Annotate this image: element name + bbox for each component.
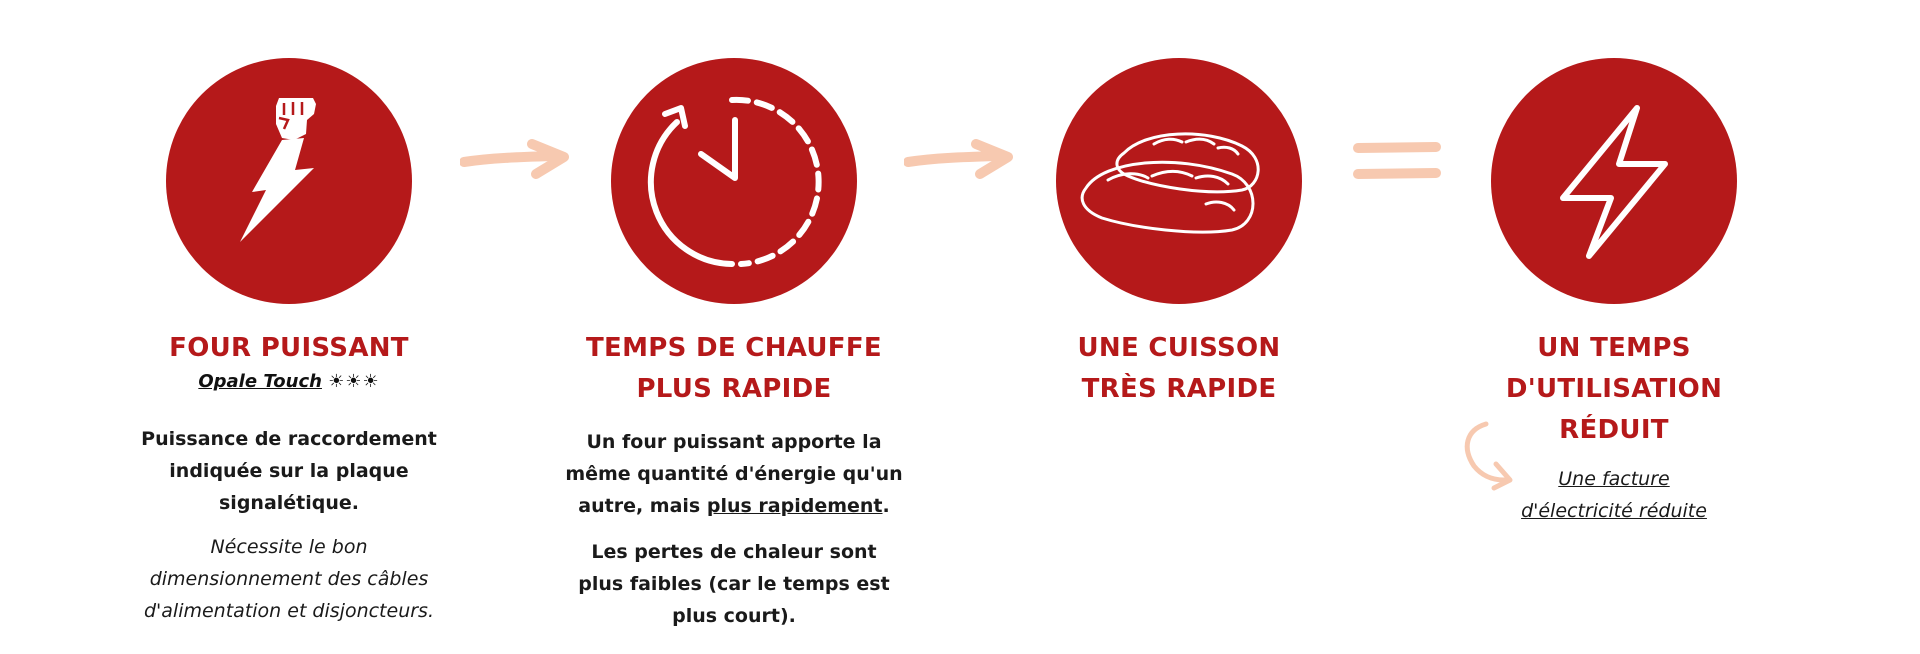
desc-line: Un four puissant apporte la (586, 431, 882, 453)
title-line: TRÈS RAPIDE (1081, 374, 1277, 404)
step-temps-utilisation: UN TEMPS D'UTILISATION RÉDUIT Une factur… (1424, 328, 1804, 527)
arrow-right-icon (904, 139, 1013, 179)
desc-line: Les pertes de chaleur sont (591, 541, 877, 563)
curved-arrow-icon (1464, 421, 1513, 491)
arrow-right-icon (460, 139, 569, 179)
circle-temps-utilisation (1491, 58, 1737, 304)
note-line: d'alimentation et disjoncteurs. (144, 600, 434, 622)
circle-cuisson (1056, 58, 1302, 304)
title-line: RÉDUIT (1559, 415, 1669, 445)
title-line: PLUS RAPIDE (636, 374, 832, 404)
note-line: d'électricité réduite (1521, 500, 1707, 522)
step-four-puissant: FOUR PUISSANT Opale Touch ☀☀☀ Puissance … (94, 328, 484, 627)
desc-text: autre, mais (578, 495, 707, 517)
step-description-2: Les pertes de chaleur sont plus faibles … (542, 536, 926, 632)
fist-lightning-icon (240, 98, 316, 242)
title-line: FOUR PUISSANT (169, 333, 409, 363)
step-cuisson: UNE CUISSON TRÈS RAPIDE (994, 328, 1364, 410)
bread-icon (1080, 132, 1260, 234)
equals-icon (1353, 142, 1441, 179)
desc-emphasis: plus rapidement (706, 495, 883, 517)
desc-line: même quantité d'énergie qu'un (565, 463, 903, 485)
sun-rating-icon: ☀☀☀ (328, 371, 380, 392)
step-note: Une facture d'électricité réduite (1424, 463, 1804, 527)
step-temps-chauffe: TEMPS DE CHAUFFE PLUS RAPIDE Un four pui… (542, 328, 926, 632)
step-subtitle: Opale Touch ☀☀☀ (94, 369, 484, 395)
note-line: Nécessite le bon (210, 536, 368, 558)
desc-text: . (882, 495, 890, 517)
title-line: UN TEMPS (1537, 333, 1691, 363)
step-description: Un four puissant apporte la même quantit… (542, 426, 926, 522)
desc-line: plus faibles (car le temps est (578, 573, 890, 595)
step-title: TEMPS DE CHAUFFE PLUS RAPIDE (542, 328, 926, 410)
desc-line: autre, mais plus rapidement. (542, 490, 926, 522)
title-line: UNE CUISSON (1077, 333, 1281, 363)
step-title: UN TEMPS D'UTILISATION RÉDUIT (1424, 328, 1804, 451)
circle-four-puissant (166, 58, 412, 304)
note-line: dimensionnement des câbles (149, 568, 429, 590)
lightning-outline-icon (1560, 105, 1668, 259)
circle-temps-chauffe (611, 58, 857, 304)
note-line: Une facture (1558, 468, 1670, 490)
title-line: TEMPS DE CHAUFFE (586, 333, 882, 363)
desc-line: indiquée sur la plaque (169, 460, 409, 482)
desc-line: plus court). (672, 605, 796, 627)
clock-timer-icon (647, 96, 822, 267)
desc-line: Puissance de raccordement (141, 428, 437, 450)
step-note: Nécessite le bon dimensionnement des câb… (94, 531, 484, 627)
desc-line: signalétique. (219, 492, 359, 514)
opale-touch-label: Opale Touch (198, 371, 322, 392)
title-line: D'UTILISATION (1505, 374, 1723, 404)
step-title: FOUR PUISSANT (94, 328, 484, 369)
step-title: UNE CUISSON TRÈS RAPIDE (994, 328, 1364, 410)
step-description: Puissance de raccordement indiquée sur l… (94, 423, 484, 519)
